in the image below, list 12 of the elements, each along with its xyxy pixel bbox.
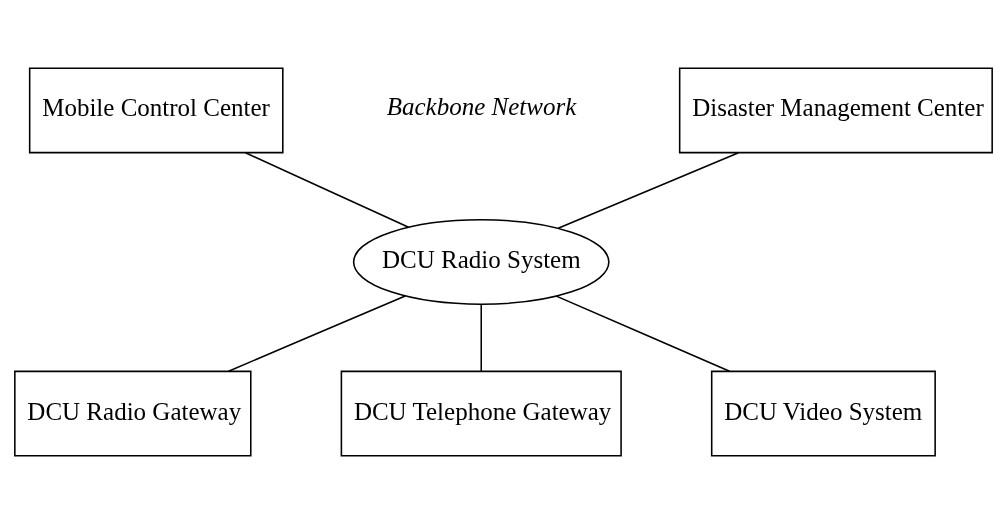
- node-box: DCU Video System: [710, 370, 936, 457]
- connector: [480, 303, 482, 372]
- connector: [244, 151, 410, 229]
- label: Backbone Network: [386, 92, 577, 120]
- node-box: Mobile Control Center: [28, 67, 284, 154]
- node-box: DCU Telephone Gateway: [340, 370, 622, 457]
- node-box: Disaster Management Center: [678, 67, 993, 154]
- node-ellipse: DCU Radio System: [352, 219, 610, 305]
- connector: [227, 295, 406, 372]
- connector: [555, 295, 731, 373]
- node-box: DCU Radio Gateway: [14, 370, 252, 457]
- connector: [557, 151, 740, 229]
